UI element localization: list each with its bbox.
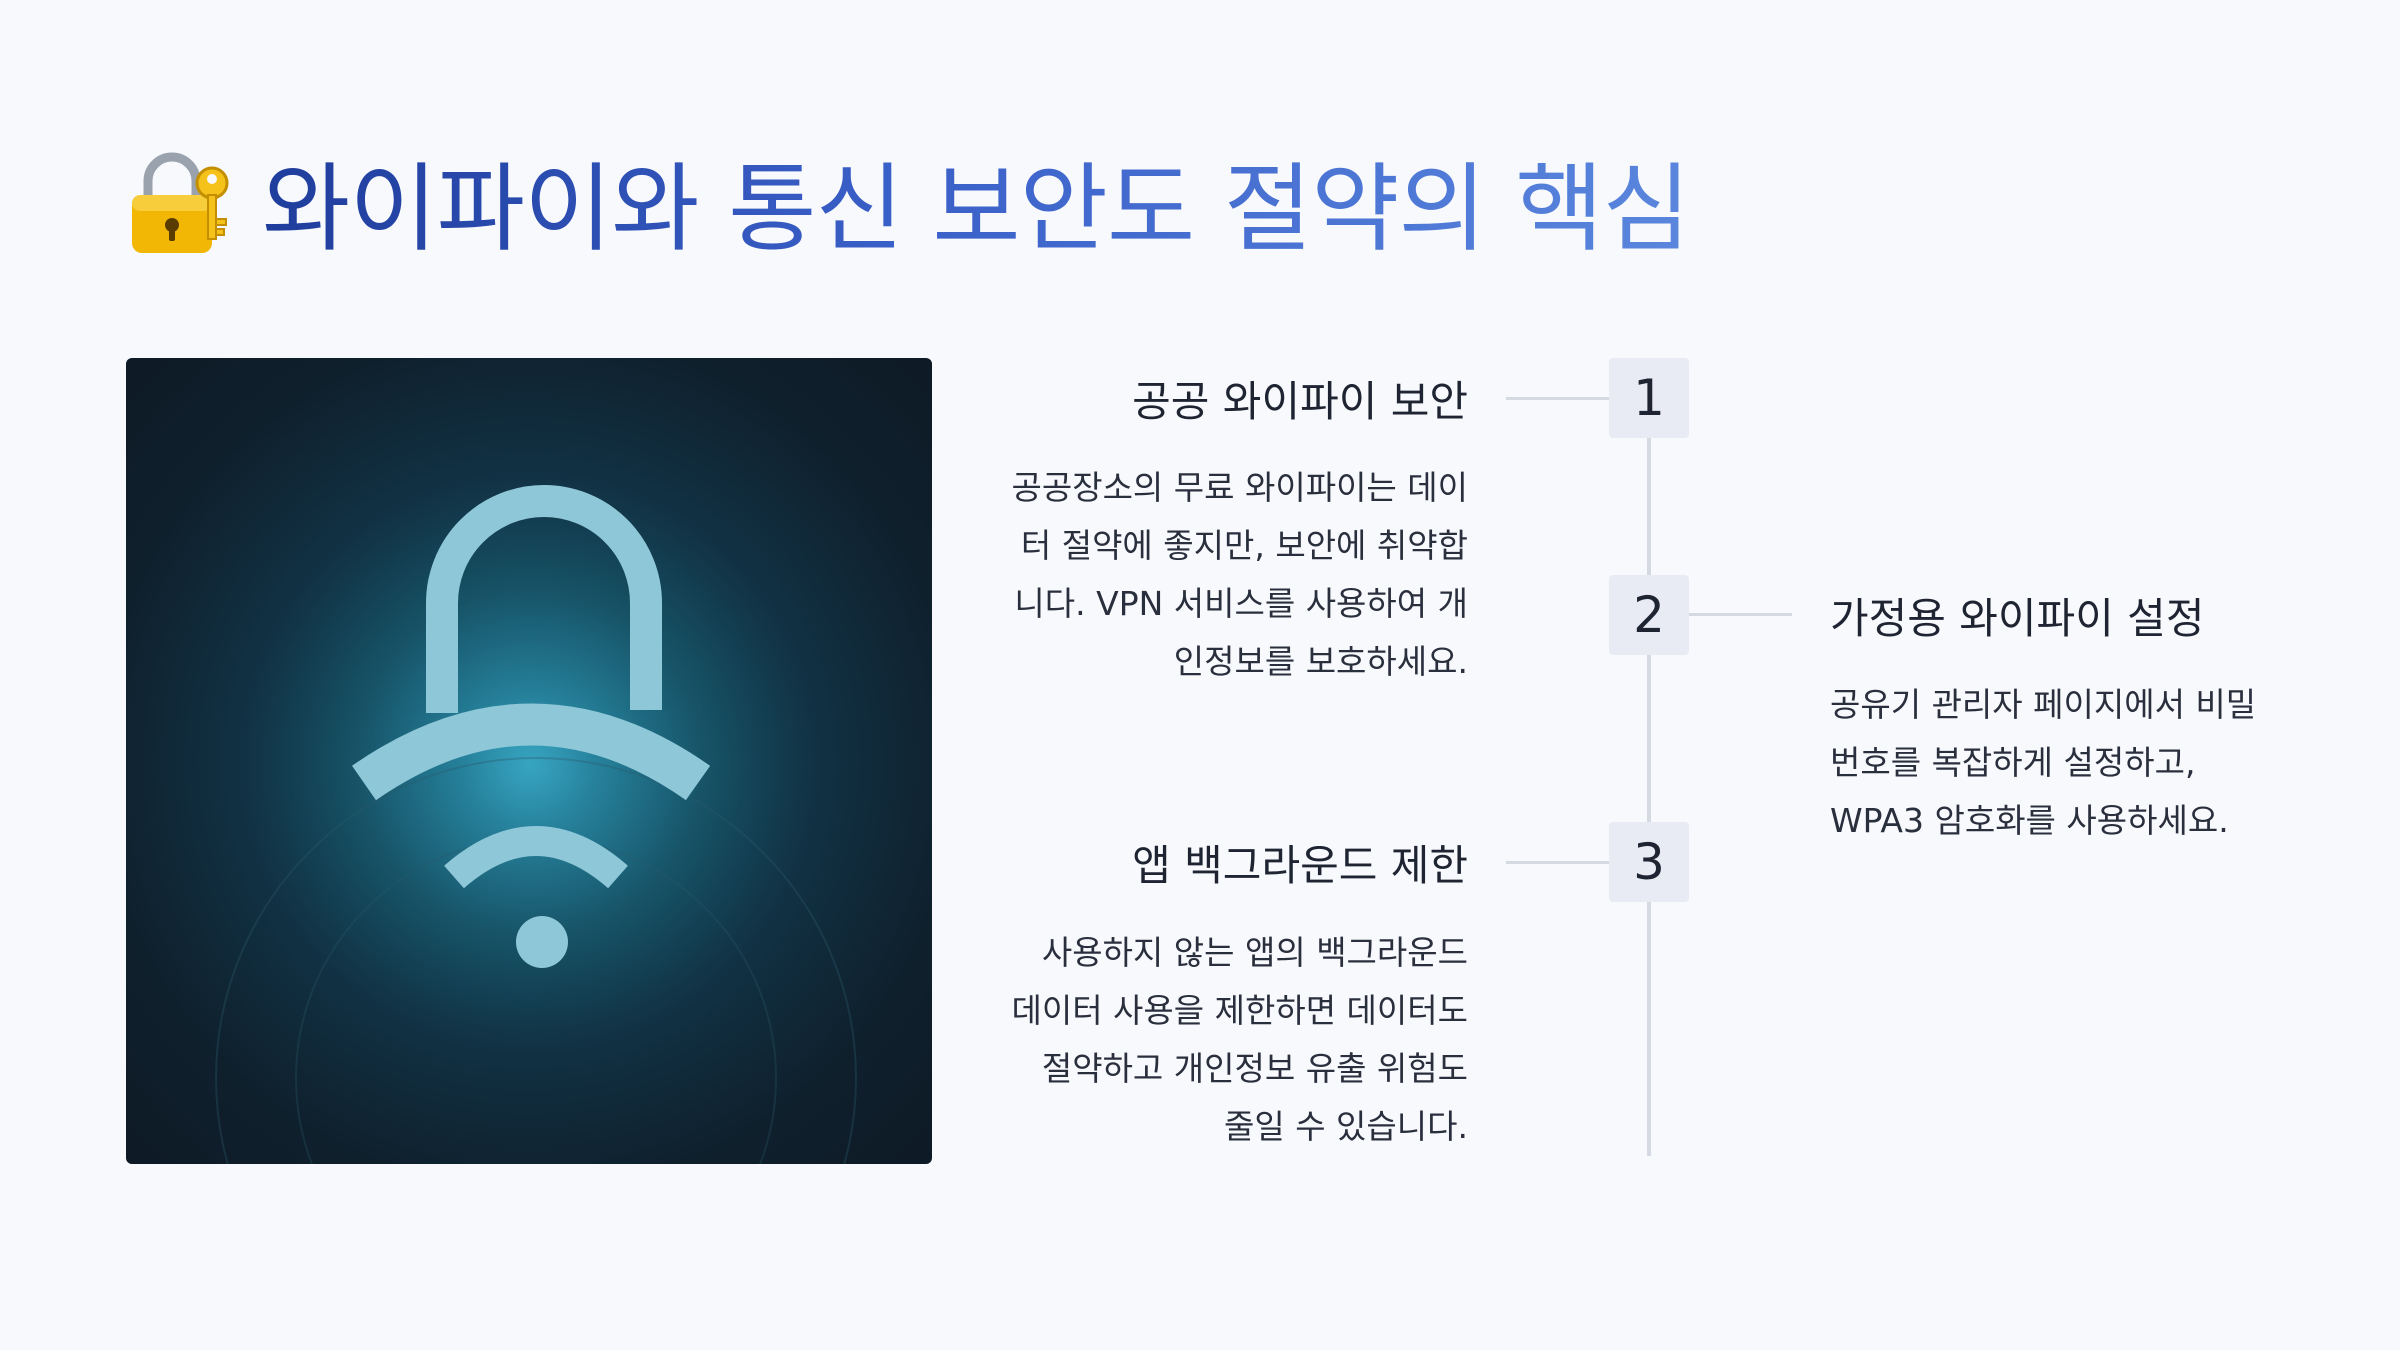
step-3-title: 앱 백그라운드 제한 bbox=[1132, 841, 1468, 890]
timeline-line bbox=[1647, 398, 1651, 1156]
step-3-connector bbox=[1506, 861, 1609, 864]
step-1-body: 공공장소의 무료 와이파이는 데이터 절약에 좋지만, 보안에 취약합니다. V… bbox=[1011, 468, 1468, 681]
step-2-title: 가정용 와이파이 설정 bbox=[1830, 594, 2205, 643]
step-3-body: 사용하지 않는 앱의 백그라운드 데이터 사용을 제한하면 데이터도 절약하고 … bbox=[1011, 933, 1468, 1146]
wifi-lock-icon bbox=[202, 438, 862, 1164]
step-1-title: 공공 와이파이 보안 bbox=[1132, 377, 1468, 426]
step-2-number: 2 bbox=[1609, 575, 1689, 655]
page-title: 와이파이와 통신 보안도 절약의 핵심 bbox=[128, 140, 1691, 265]
step-3-number: 3 bbox=[1609, 822, 1689, 902]
page-title-text: 와이파이와 통신 보안도 절약의 핵심 bbox=[262, 131, 1691, 270]
locked-with-key-icon bbox=[128, 145, 232, 255]
step-2-connector bbox=[1689, 613, 1792, 616]
wifi-lock-illustration bbox=[126, 358, 932, 1164]
step-2-body: 공유기 관리자 페이지에서 비밀번호를 복잡하게 설정하고, WPA3 암호화를… bbox=[1830, 685, 2257, 840]
step-1-connector bbox=[1506, 397, 1609, 400]
step-1-number: 1 bbox=[1609, 358, 1689, 438]
